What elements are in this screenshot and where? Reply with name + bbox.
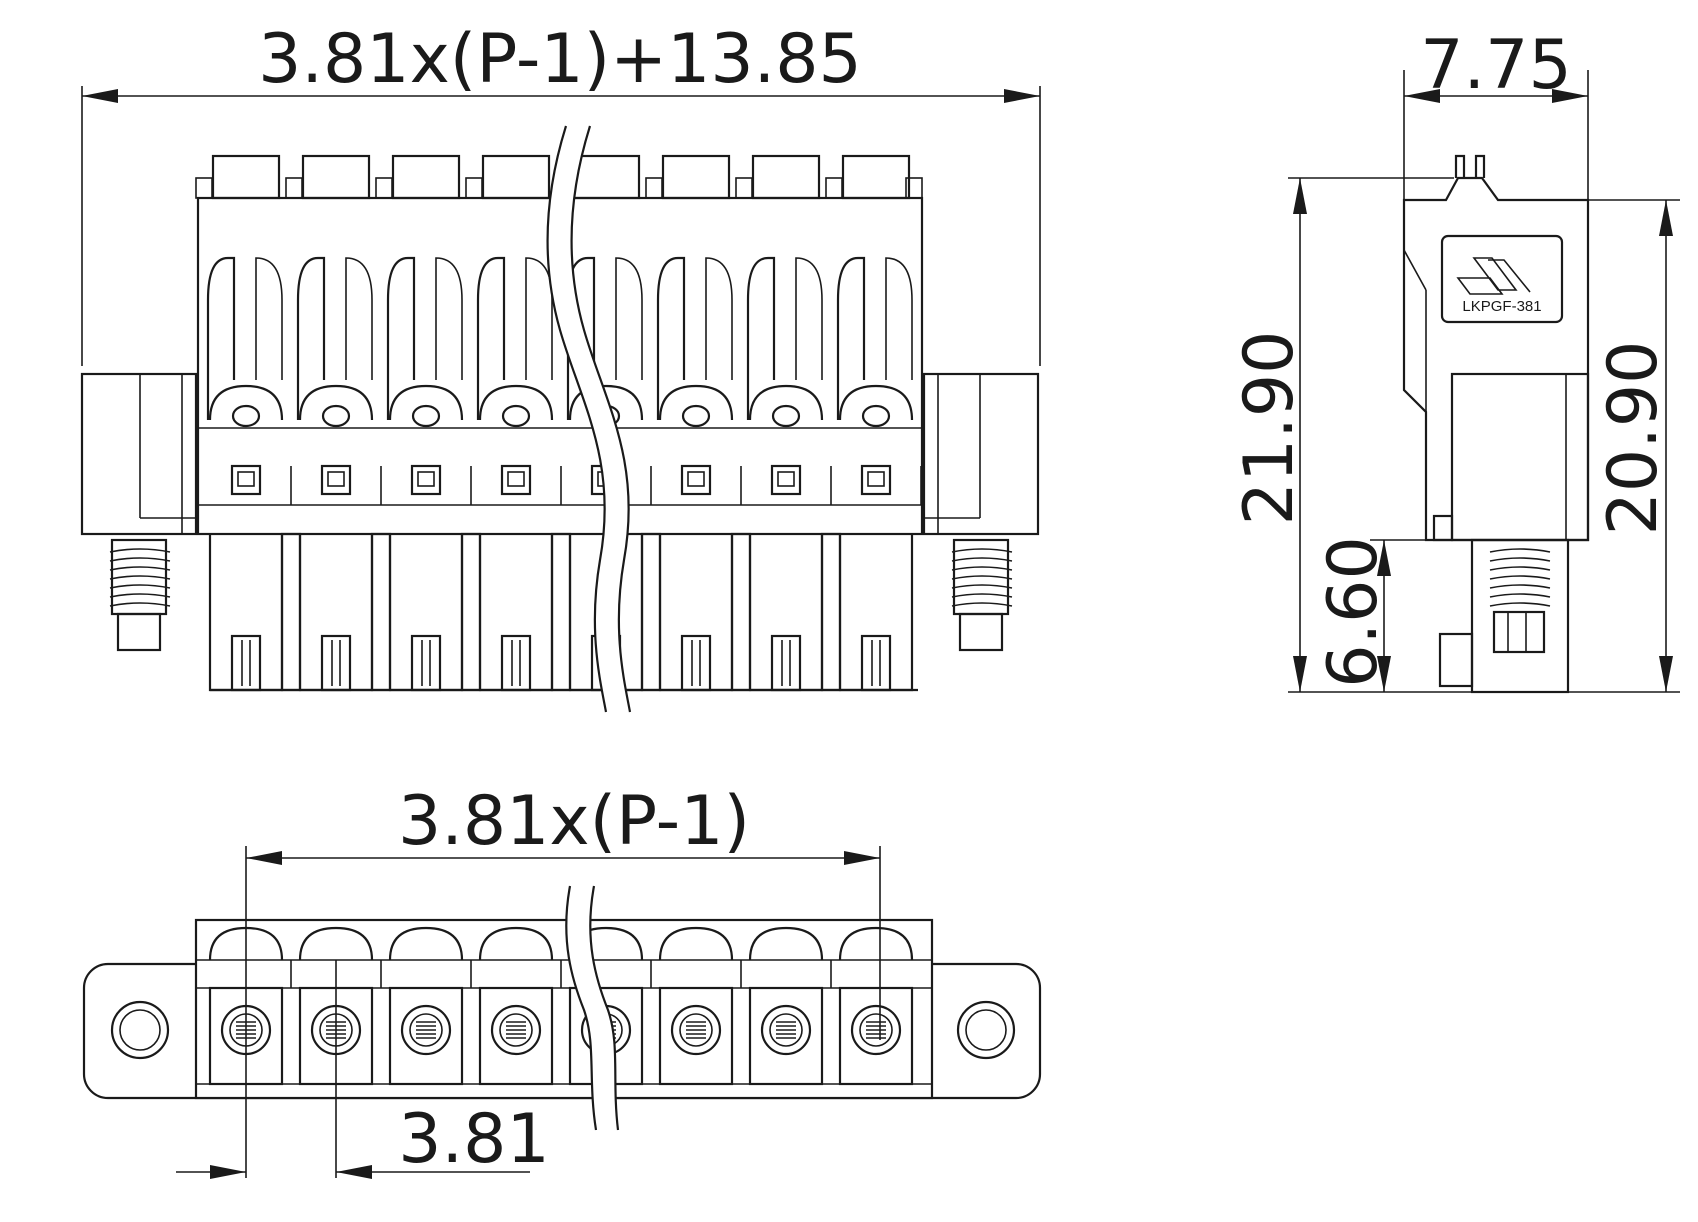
- screw-thread: [109, 566, 171, 571]
- front-pole: [746, 256, 832, 505]
- top-rib: [841, 154, 911, 200]
- logo-badge: LKPGF-381: [1440, 234, 1564, 324]
- screw-thread: [1489, 602, 1551, 607]
- side-width-dim: 7.75: [1420, 26, 1571, 105]
- front-wire: [546, 125, 632, 713]
- left-mount-hole: [110, 1000, 170, 1060]
- top-notch: [375, 177, 393, 199]
- top-rib: [301, 154, 371, 200]
- side-view: LKPGF-381: [1402, 154, 1590, 694]
- lower-height-dim: 6.60: [1314, 536, 1393, 687]
- overall-length-dim: 3.81x(P-1)+13.85: [258, 20, 862, 99]
- screw-thread: [951, 593, 1013, 598]
- front-pole: [386, 256, 472, 505]
- total-height-dim: 21.90: [1230, 331, 1309, 526]
- front-contact: [838, 534, 914, 692]
- screw-thread: [1489, 548, 1551, 553]
- screw-thread: [109, 548, 171, 553]
- screw-thread: [109, 575, 171, 580]
- top-notch: [645, 177, 663, 199]
- right-flange: [922, 372, 1040, 652]
- front-contact: [208, 532, 302, 692]
- left-flange: [80, 372, 198, 652]
- front-contact: [298, 532, 392, 692]
- front-contact: [478, 532, 572, 692]
- screw-thread: [109, 584, 171, 589]
- top-rib: [211, 154, 281, 200]
- screw-thread: [951, 557, 1013, 562]
- bottom-pole: [478, 926, 562, 1086]
- top-notch: [285, 177, 303, 199]
- top-notch: [195, 177, 213, 199]
- bottom-pole: [838, 926, 914, 1086]
- screw-thread: [951, 602, 1013, 607]
- logo-model-text: LKPGF-381: [1462, 298, 1541, 315]
- front-contact: [658, 532, 752, 692]
- bottom-pole: [748, 926, 832, 1086]
- front-pole: [476, 256, 562, 505]
- screw-thread: [951, 575, 1013, 580]
- screw-thread: [1489, 593, 1551, 598]
- front-pole: [296, 256, 382, 505]
- front-pole: [836, 256, 922, 505]
- pitch-span-dim: 3.81x(P-1): [398, 782, 750, 861]
- front-pole: [206, 256, 292, 505]
- screw-thread: [109, 593, 171, 598]
- screw-thread: [1489, 584, 1551, 589]
- screw-thread: [951, 584, 1013, 589]
- screw-thread: [951, 566, 1013, 571]
- top-notch: [825, 177, 843, 199]
- top-rib: [661, 154, 731, 200]
- front-pole: [656, 256, 742, 505]
- pitch-dim: 3.81: [398, 1100, 549, 1179]
- top-rib: [751, 154, 821, 200]
- dimension-lines: 3.81x(P-1)+13.85 7.75 21.90 6.60 20.90: [81, 20, 1680, 1179]
- body-height-dim: 20.90: [1594, 341, 1673, 536]
- bottom-view: [82, 885, 1042, 1131]
- screw-thread: [109, 557, 171, 562]
- top-rib: [481, 154, 551, 200]
- screw-thread: [109, 602, 171, 607]
- screw-thread: [1489, 557, 1551, 562]
- screw-thread: [1489, 566, 1551, 571]
- bottom-pole: [388, 926, 472, 1086]
- front-contact: [388, 532, 482, 692]
- front-view: [80, 125, 1040, 713]
- right-mount-hole: [956, 1000, 1016, 1060]
- front-contact: [748, 532, 842, 692]
- bottom-pole: [658, 926, 742, 1086]
- top-notch: [735, 177, 753, 199]
- top-rib: [391, 154, 461, 200]
- screw-thread: [1489, 575, 1551, 580]
- bottom-wire: [565, 885, 620, 1131]
- screw-thread: [951, 548, 1013, 553]
- top-rib: [571, 154, 641, 200]
- top-notch: [465, 177, 483, 199]
